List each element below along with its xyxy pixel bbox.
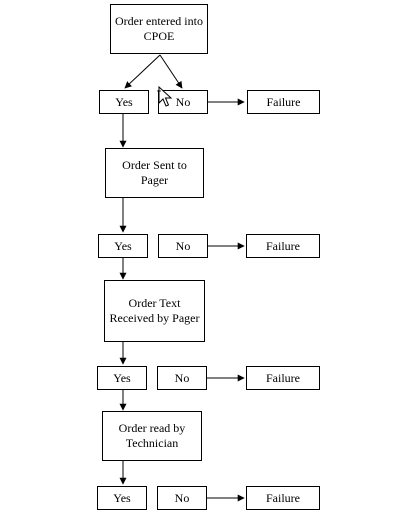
connector-cpoe-no [159,54,183,89]
no-box-4: No [157,486,207,510]
failure-box-1: Failure [247,90,320,114]
failure-box-4: Failure [246,486,320,510]
failure-box-2: Failure [246,234,320,258]
yes-box-2: Yes [98,234,148,258]
failure-box-3: Failure [246,366,320,390]
step-order-sent-to-pager: Order Sent to Pager [105,148,204,198]
step-order-read-by-technician: Order read by Technician [102,411,202,461]
step-order-text-received: Order Text Received by Pager [104,280,205,342]
yes-box-3: Yes [97,366,147,390]
connector-cpoe-yes [124,54,161,89]
yes-box-4: Yes [97,486,147,510]
step-order-entered: Order entered into CPOE [110,4,208,54]
move-cursor-icon [157,86,173,107]
no-box-2: No [158,234,208,258]
no-box-3: No [157,366,207,390]
yes-box-1: Yes [99,90,149,114]
